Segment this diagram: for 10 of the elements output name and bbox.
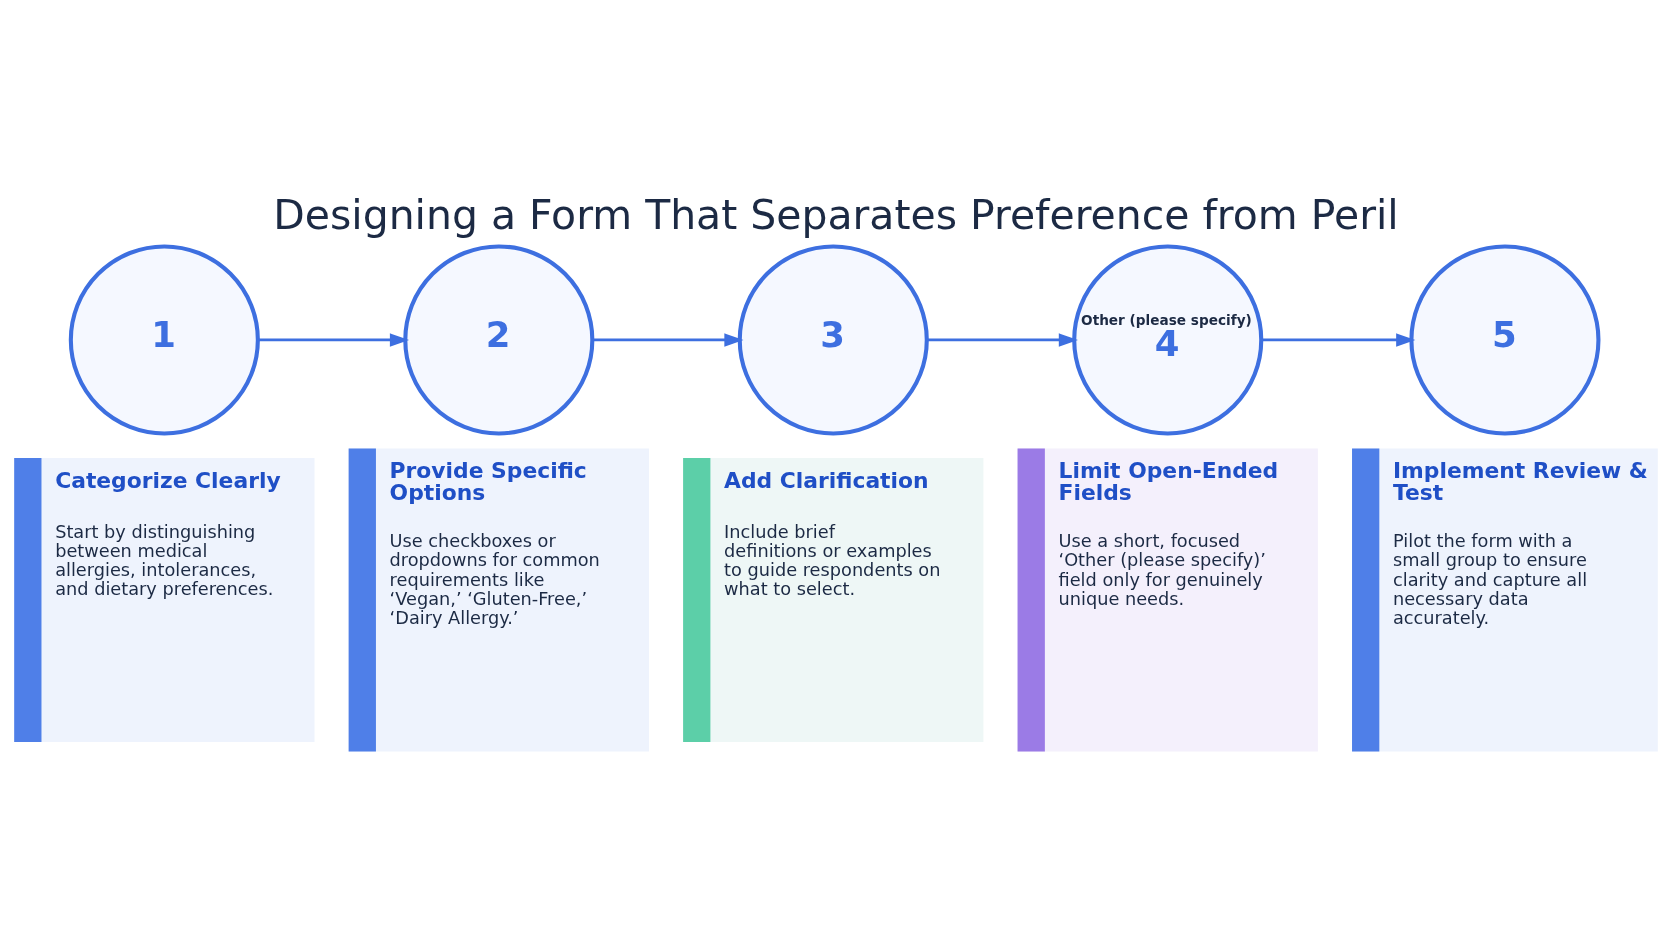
arrow [258, 332, 410, 347]
node-circle: 1 [68, 243, 260, 435]
arrow [927, 332, 1078, 347]
arrow [1261, 332, 1416, 347]
node-circle: 2 [403, 243, 595, 435]
node-circle: 3 [737, 243, 929, 435]
diagram-title: Designing a Form That Separates Preference from Peril [273, 190, 1399, 239]
node-circle: 5 [1409, 243, 1601, 435]
arrow [592, 332, 744, 347]
node-circle: Other (please specify) 4 [1072, 243, 1264, 435]
